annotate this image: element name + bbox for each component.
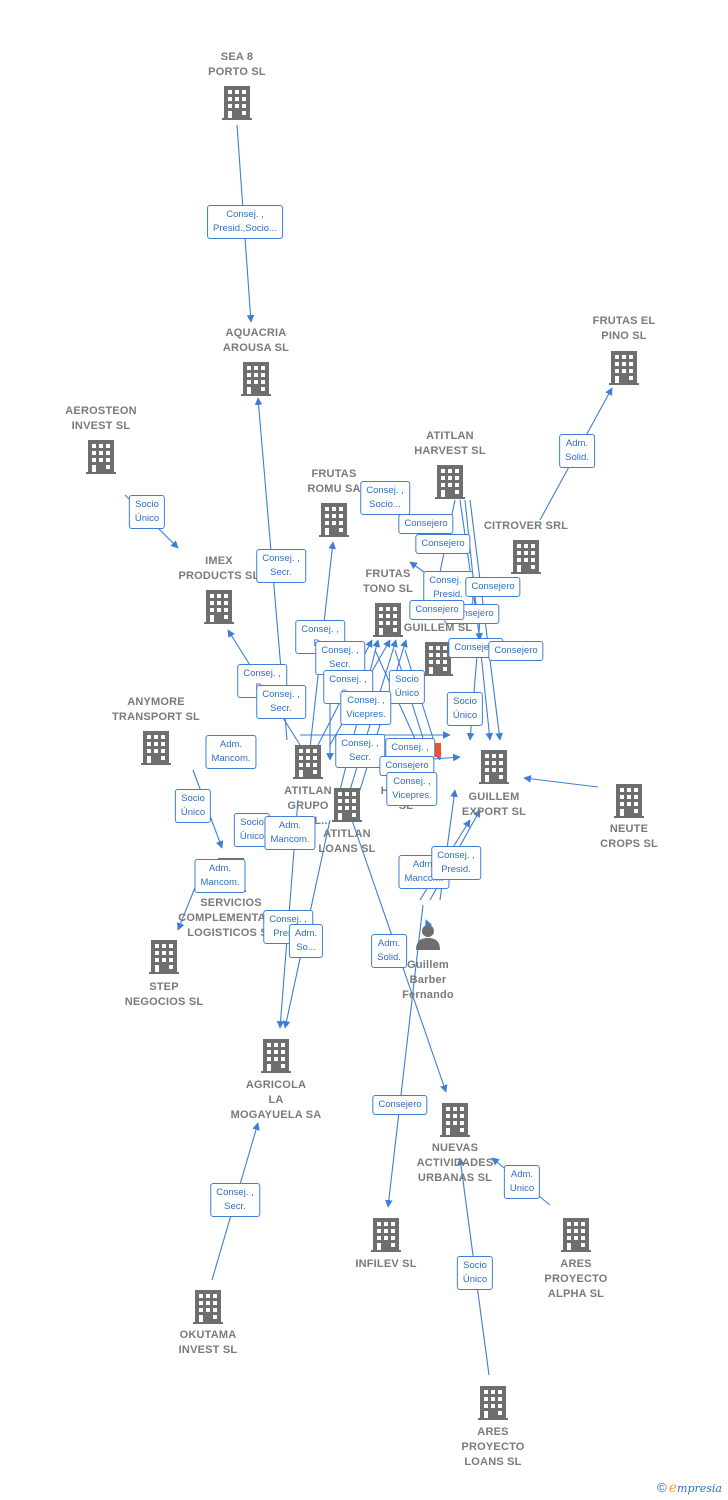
building-icon[interactable] [371, 1218, 401, 1252]
building-icon[interactable] [141, 731, 171, 765]
node-label-imex[interactable]: IMEX PRODUCTS SL [178, 555, 260, 582]
node-label-guillemsl[interactable]: GUILLEM SL [403, 622, 473, 634]
relation-edge [523, 775, 599, 788]
node-label-anymore[interactable]: ANYMORE TRANSPORT SL [112, 696, 200, 723]
node-label-step[interactable]: STEP NEGOCIOS SL [124, 981, 204, 1008]
node-label-frutasromu[interactable]: FRUTAS ROMU SA [307, 468, 361, 495]
node-label-aresalpha[interactable]: ARES PROYECTO ALPHA SL [544, 1258, 608, 1300]
building-icon[interactable] [222, 86, 252, 120]
building-icon[interactable] [479, 750, 509, 784]
building-icon[interactable] [511, 540, 541, 574]
relation-edge [384, 904, 424, 1208]
relation-label[interactable]: Consej. , [385, 738, 435, 758]
empresia-brand[interactable]: ©empresia [657, 1480, 722, 1496]
relation-label[interactable]: Adm. Unico [503, 1165, 541, 1199]
building-icon[interactable] [373, 603, 403, 637]
relation-label[interactable]: Consej. , Secr. [315, 641, 365, 675]
building-icon[interactable] [86, 440, 116, 474]
building-icon[interactable] [609, 351, 639, 385]
node-label-aresloans[interactable]: ARES PROYECTO LOANS SL [461, 1426, 525, 1468]
brand-initial: e [668, 1480, 678, 1496]
node-label-sea8[interactable]: SEA 8 PORTO SL [208, 51, 266, 78]
node-label-atitlanloans[interactable]: ATITLAN LOANS SL [318, 828, 376, 855]
building-icon[interactable] [478, 1386, 508, 1420]
node-label-aerosteon[interactable]: AEROSTEON INVEST SL [65, 405, 137, 432]
relation-label[interactable]: Consej. , Secr. [256, 549, 306, 583]
building-icon[interactable] [293, 745, 323, 779]
relation-label[interactable]: Adm. Mancom. [205, 735, 257, 769]
node-label-neute[interactable]: NEUTE CROPS SL [600, 823, 658, 850]
relation-label[interactable]: Socio Único [233, 813, 271, 847]
relation-label[interactable]: Socio Único [174, 789, 212, 823]
relation-label[interactable]: Socio Único [446, 692, 484, 726]
relation-label[interactable]: Consej. , Secr. [335, 734, 385, 768]
brand-name: mpresia [677, 1482, 722, 1495]
highlight-marker [434, 743, 441, 757]
relation-label[interactable]: Socio Único [128, 495, 166, 529]
node-label-infilev[interactable]: INFILEV SL [355, 1258, 417, 1270]
node-label-frutaspino[interactable]: FRUTAS EL PINO SL [592, 315, 656, 342]
relation-label[interactable]: Adm. Solid. [371, 934, 407, 968]
relation-label[interactable]: Consejero [465, 577, 521, 597]
relation-edge [424, 919, 433, 928]
relation-label[interactable]: Socio Único [456, 1256, 494, 1290]
building-icon[interactable] [193, 1290, 223, 1324]
relation-label[interactable]: Adm. Solid. [559, 434, 595, 468]
relation-label[interactable]: Consej. , Socio... [360, 481, 410, 515]
relation-label[interactable]: Consejero [372, 1095, 428, 1115]
node-label-frutastono[interactable]: FRUTAS TONO SL [362, 568, 414, 595]
building-icon[interactable] [561, 1218, 591, 1252]
node-label-okutama[interactable]: OKUTAMA INVEST SL [178, 1329, 238, 1356]
relation-label[interactable]: Consej. , Secr. [256, 685, 306, 719]
relation-label[interactable]: Consej. , Presid. [431, 846, 481, 880]
relation-label[interactable]: Socio Único [388, 670, 426, 704]
node-label-agricola[interactable]: AGRICOLA LA MOGAYUELA SA [230, 1079, 322, 1121]
relation-label[interactable]: Adm. Mancom. [264, 816, 316, 850]
building-icon[interactable] [241, 362, 271, 396]
relation-label[interactable]: Adm. So... [288, 924, 324, 958]
relation-label[interactable]: Consejero [398, 514, 454, 534]
building-icon[interactable] [204, 590, 234, 624]
building-icon[interactable] [332, 788, 362, 822]
building-icon[interactable] [435, 465, 465, 499]
relation-label[interactable]: Adm. Mancom. [194, 859, 246, 893]
node-label-atitlanharvest[interactable]: ATITLAN HARVEST SL [414, 430, 486, 457]
building-icon[interactable] [149, 940, 179, 974]
building-icon[interactable] [614, 784, 644, 818]
relation-label[interactable]: Consejero [488, 641, 544, 661]
node-label-nuevas[interactable]: NUEVAS ACTIVIDADES URBANAS SL [416, 1142, 494, 1184]
node-label-person[interactable]: Guillem Barber Fernando [402, 959, 454, 1001]
relation-label[interactable]: Consejero [415, 534, 471, 554]
building-icon[interactable] [261, 1039, 291, 1073]
relation-label[interactable]: Consejero [409, 600, 465, 620]
relation-label[interactable]: Consej. , Secr. [210, 1183, 260, 1217]
relation-label[interactable]: Consej. , Vicepres. [386, 772, 438, 806]
relation-label[interactable]: Consej. , Presid.,Socio... [207, 205, 283, 239]
copyright-symbol: © [657, 1480, 667, 1495]
node-label-aquacria[interactable]: AQUACRIA AROUSA SL [222, 327, 290, 354]
relation-label[interactable]: Consej. , Vicepres. [340, 691, 392, 725]
node-label-citrover[interactable]: CITROVER SRL [483, 520, 569, 532]
building-icon[interactable] [319, 503, 349, 537]
node-label-guillemexport[interactable]: GUILLEM EXPORT SL [461, 791, 527, 818]
building-icon[interactable] [440, 1103, 470, 1137]
